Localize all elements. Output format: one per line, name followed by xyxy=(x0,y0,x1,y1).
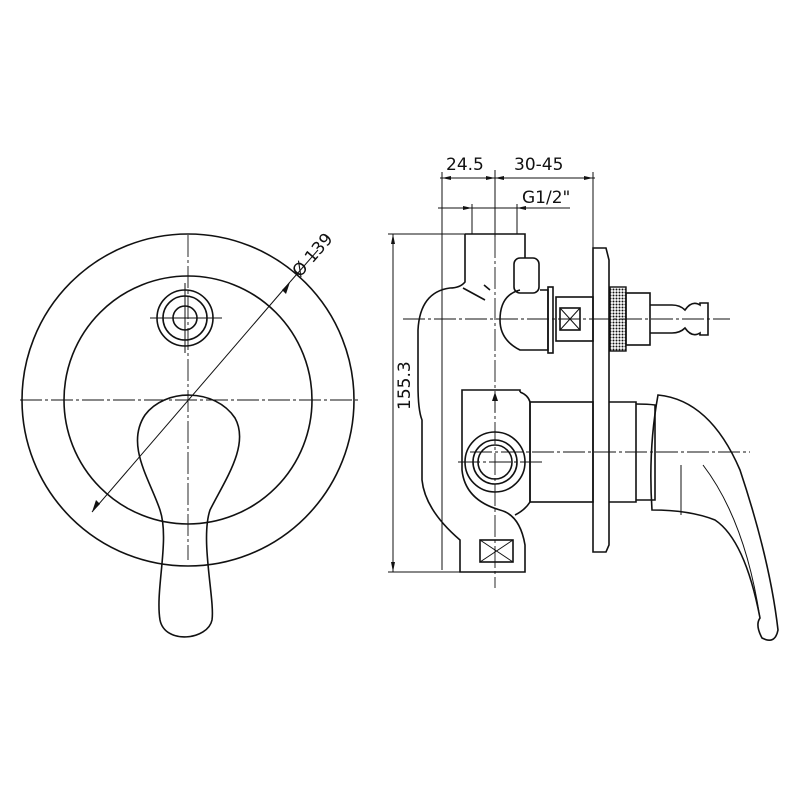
outlet-port xyxy=(513,257,540,294)
diameter-dimension: Ø 139 xyxy=(91,229,338,513)
dimension-thread: G1/2" xyxy=(522,188,570,208)
diameter-label: Ø 139 xyxy=(289,229,338,281)
dimension-height: 155.3 xyxy=(395,361,415,410)
dimension-24-5: 24.5 xyxy=(446,155,484,175)
lever-handle-side xyxy=(650,394,779,641)
front-view: Ø 139 xyxy=(20,229,358,638)
lever-handle-front xyxy=(136,394,241,638)
diverter-knob xyxy=(150,283,222,353)
valve-body xyxy=(417,233,526,573)
wall-plate-side xyxy=(592,247,610,553)
side-view: 24.5 30-45 G1/2" 155.3 xyxy=(388,155,779,641)
lower-valve-square xyxy=(479,539,514,563)
dimension-30-45: 30-45 xyxy=(514,155,563,175)
